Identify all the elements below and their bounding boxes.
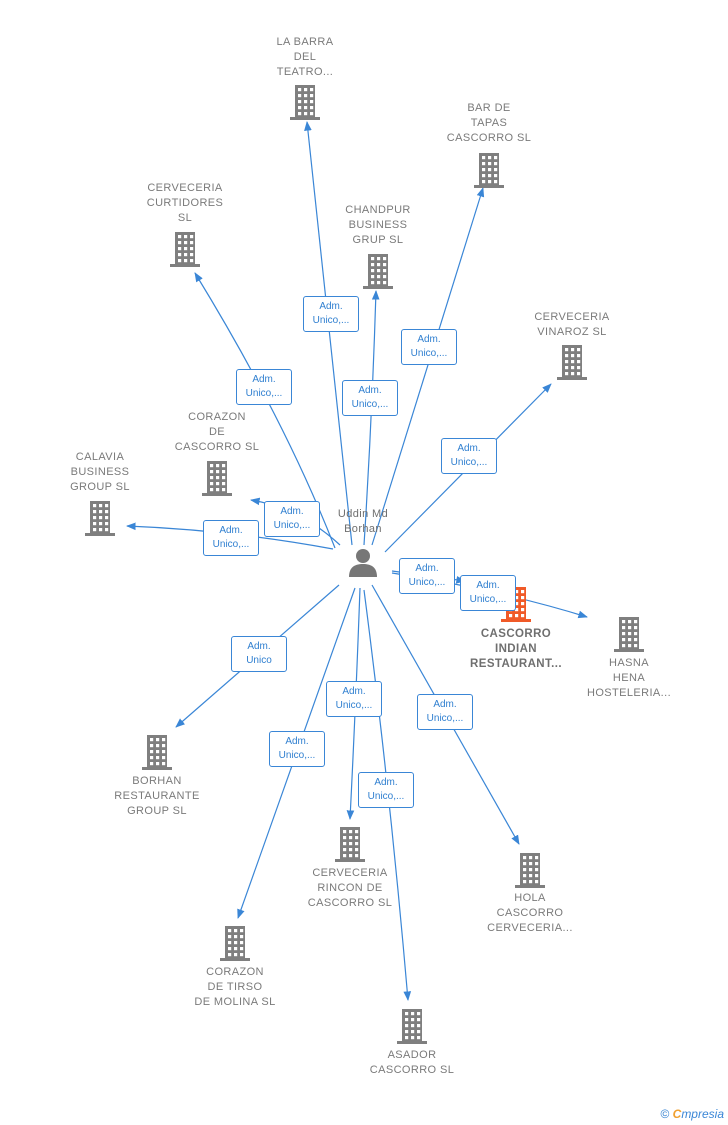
brand-initial: C: [672, 1107, 682, 1121]
role-label-hasna-hena-hosteleria[interactable]: Adm. Unico,...: [460, 575, 516, 611]
person-name[interactable]: Uddin Md Borhan: [337, 508, 389, 535]
building-icon[interactable]: [288, 83, 322, 121]
company-label[interactable]: LA BARRA DEL TEATRO...: [276, 36, 334, 78]
company-label[interactable]: HOLA CASCORRO CERVECERIA...: [487, 892, 573, 934]
building-icon[interactable]: [168, 230, 202, 268]
company-label[interactable]: CORAZON DE TIRSO DE MOLINA SL: [194, 966, 276, 1008]
building-icon[interactable]: [555, 343, 589, 381]
company-label[interactable]: CALAVIA BUSINESS GROUP SL: [70, 451, 130, 493]
role-label-cerveceria-rincon-de-cascorro[interactable]: Adm. Unico,...: [326, 681, 382, 717]
building-icon[interactable]: [395, 1007, 429, 1045]
brand-watermark: © Cmpresia: [660, 1107, 724, 1121]
person-icon[interactable]: [346, 546, 380, 580]
edge-chandpur-business-grup: [363, 290, 380, 546]
company-label[interactable]: CASCORRO INDIAN RESTAURANT...: [470, 628, 562, 670]
company-label[interactable]: BAR DE TAPAS CASCORRO SL: [446, 102, 532, 144]
role-label-cerveceria-curtidores[interactable]: Adm. Unico,...: [236, 369, 292, 405]
copyright-symbol: ©: [660, 1107, 670, 1121]
company-label[interactable]: BORHAN RESTAURANTE GROUP SL: [114, 775, 200, 817]
role-label-corazon-de-cascorro[interactable]: Adm. Unico,...: [264, 501, 320, 537]
building-icon[interactable]: [218, 924, 252, 962]
role-label-cerveceria-vinaroz[interactable]: Adm. Unico,...: [441, 438, 497, 474]
building-icon[interactable]: [513, 851, 547, 889]
company-label[interactable]: CERVECERIA RINCON DE CASCORRO SL: [307, 867, 393, 909]
building-icon[interactable]: [472, 151, 506, 189]
company-label[interactable]: CERVECERIA CURTIDORES SL: [146, 182, 224, 224]
company-label[interactable]: HASNA HENA HOSTELERIA...: [586, 657, 672, 699]
role-label-asador-cascorro[interactable]: Adm. Unico,...: [358, 772, 414, 808]
role-label-corazon-de-tirso-de-molina[interactable]: Adm. Unico,...: [269, 731, 325, 767]
brand-name: mpresia: [681, 1107, 724, 1121]
role-label-chandpur-business-grup[interactable]: Adm. Unico,...: [342, 380, 398, 416]
edge-bar-de-tapas-cascorro: [371, 187, 485, 546]
building-icon[interactable]: [333, 825, 367, 863]
building-icon[interactable]: [361, 252, 395, 290]
role-label-calavia-business-group[interactable]: Adm. Unico,...: [203, 520, 259, 556]
company-label[interactable]: ASADOR CASCORRO SL: [369, 1049, 455, 1076]
role-label-bar-de-tapas-cascorro[interactable]: Adm. Unico,...: [401, 329, 457, 365]
company-label[interactable]: CERVECERIA VINAROZ SL: [534, 311, 610, 338]
role-label-la-barra-del-teatro[interactable]: Adm. Unico,...: [303, 296, 359, 332]
role-label-borhan-restaurante-group[interactable]: Adm. Unico: [231, 636, 287, 672]
building-icon[interactable]: [140, 733, 174, 771]
building-icon[interactable]: [83, 499, 117, 537]
edge-cerveceria-curtidores: [194, 272, 336, 549]
role-label-cascorro-indian-restaurant[interactable]: Adm. Unico,...: [399, 558, 455, 594]
building-icon[interactable]: [612, 615, 646, 653]
role-label-hola-cascorro-cerveceria[interactable]: Adm. Unico,...: [417, 694, 473, 730]
edge-la-barra-del-teatro: [304, 121, 353, 546]
company-label[interactable]: CHANDPUR BUSINESS GRUP SL: [345, 204, 411, 246]
company-label[interactable]: CORAZON DE CASCORRO SL: [174, 411, 260, 453]
building-icon[interactable]: [200, 459, 234, 497]
